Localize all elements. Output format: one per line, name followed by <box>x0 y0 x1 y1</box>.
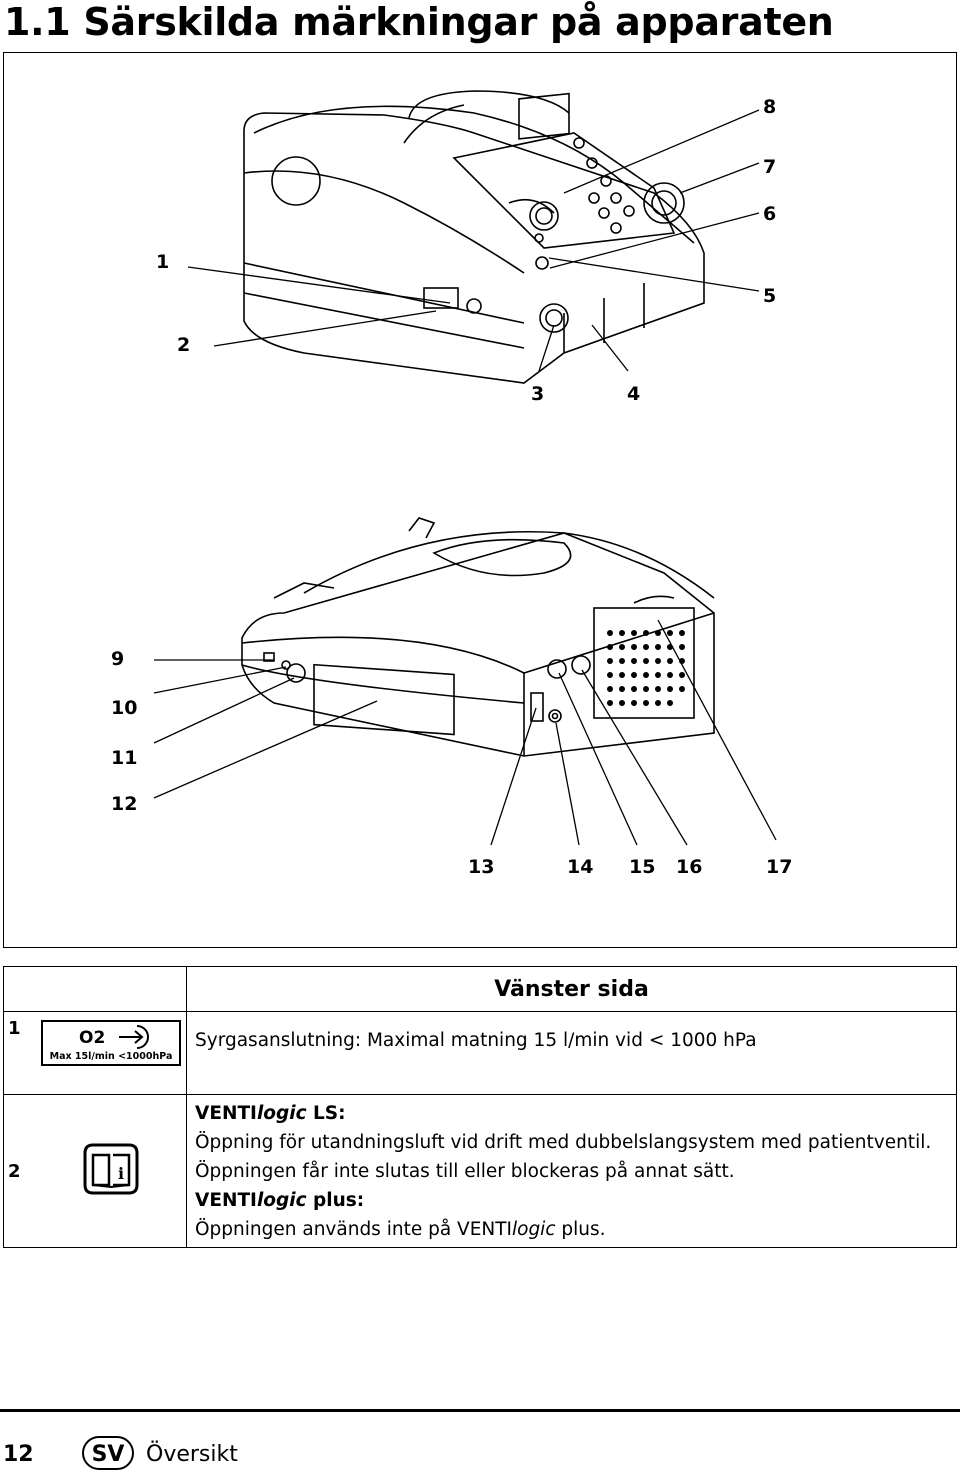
plus-line: Öppningen används inte på VENTIlogic plu… <box>195 1218 606 1240</box>
table-header: Vänster sida <box>186 966 957 1012</box>
row-description: Syrgasanslutning: Maximal matning 15 l/m… <box>186 1011 957 1095</box>
callout-10: 10 <box>111 697 138 719</box>
callout-3: 3 <box>531 383 545 405</box>
device-rear-view <box>153 517 777 846</box>
footer-divider <box>0 1409 960 1412</box>
row-number: 2 <box>3 1094 36 1248</box>
page-number: 12 <box>3 1442 34 1467</box>
callout-6: 6 <box>763 203 777 225</box>
callout-16: 16 <box>676 856 703 878</box>
page-footer: 12 SV Översikt <box>0 1436 960 1476</box>
oxygen-limit-text: Max 15l/min <1000hPa <box>50 1051 173 1062</box>
callout-7: 7 <box>763 156 777 178</box>
callout-12: 12 <box>111 793 138 815</box>
table-row: 1 O2 Max 15l/min <1000hPa Syrgasanslutni… <box>3 1011 957 1095</box>
oxygen-label-text: O2 <box>79 1028 105 1048</box>
callout-5: 5 <box>763 285 777 307</box>
oxygen-inlet-symbol: O2 Max 15l/min <1000hPa <box>36 1011 187 1095</box>
callout-13: 13 <box>468 856 495 878</box>
page-title: 1.1 Särskilda märkningar på apparaten <box>4 0 834 44</box>
callout-11: 11 <box>111 747 138 769</box>
row-description: VENTIlogic LS: Öppning för utandningsluf… <box>186 1094 957 1248</box>
callout-2: 2 <box>177 334 191 356</box>
table-row: 2 i VENTIlogic LS: Öppning för utandning… <box>3 1094 957 1248</box>
plus-heading: VENTIlogic plus: <box>195 1189 365 1211</box>
symbol-table: Vänster sida 1 O2 Max 15l/min <1000hPa S… <box>3 966 957 1248</box>
ls-line-1: Öppning för utandningsluft vid drift med… <box>195 1131 932 1153</box>
callout-17: 17 <box>766 856 793 878</box>
oxygen-inlet-label-icon: O2 Max 15l/min <1000hPa <box>41 1020 181 1066</box>
svg-text:i: i <box>118 1164 124 1183</box>
ls-heading: VENTIlogic LS: <box>195 1102 346 1124</box>
info-symbol: i <box>36 1094 187 1248</box>
device-front-view <box>187 90 760 384</box>
callout-8: 8 <box>763 96 777 118</box>
callout-1: 1 <box>156 251 170 273</box>
ls-line-2: Öppningen får inte slutas till eller blo… <box>195 1160 735 1182</box>
info-book-icon: i <box>83 1143 139 1195</box>
callout-14: 14 <box>567 856 594 878</box>
callout-9: 9 <box>111 648 125 670</box>
section-name: Översikt <box>146 1442 238 1467</box>
device-illustration: 1 2 3 4 5 6 7 8 9 10 11 12 13 14 15 16 1… <box>3 52 957 948</box>
callout-4: 4 <box>627 383 641 405</box>
callout-15: 15 <box>629 856 656 878</box>
row-number: 1 <box>3 1011 36 1095</box>
language-badge: SV <box>82 1436 134 1470</box>
